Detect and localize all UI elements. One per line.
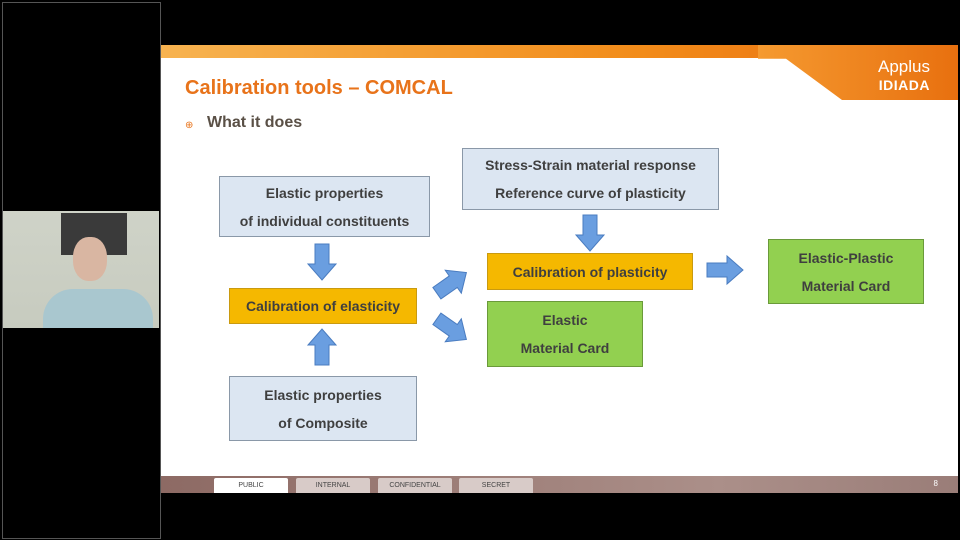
tag-confidential: CONFIDENTIAL — [378, 478, 452, 493]
box-line: Elastic properties — [265, 184, 384, 201]
presenter-head — [73, 237, 107, 281]
box-line: Elastic — [542, 312, 588, 328]
box-line: Elastic-Plastic — [798, 249, 894, 266]
arrow-up-right-icon — [428, 260, 475, 306]
page-number: 8 — [933, 479, 938, 488]
arrows-layer — [307, 214, 744, 366]
presenter-body — [43, 289, 153, 328]
logo-idiada: IDIADA — [878, 77, 930, 93]
presentation-slide: Applus IDIADA Calibration tools – COMCAL… — [161, 45, 958, 493]
box-stress-strain: Stress-Strain material response Referenc… — [462, 148, 719, 210]
box-line: of Composite — [278, 414, 368, 431]
arrow-up-icon — [307, 328, 337, 366]
arrow-right-icon — [706, 255, 744, 285]
box-calibration-plasticity: Calibration of plasticity — [487, 253, 693, 290]
box-line: Calibration of elasticity — [245, 298, 401, 314]
classification-footer: PUBLIC INTERNAL CONFIDENTIAL SECRET 8 — [161, 476, 958, 493]
logo-applus: Applus — [878, 57, 930, 76]
box-elastic-composite: Elastic properties of Composite — [229, 376, 417, 441]
box-calibration-elasticity: Calibration of elasticity — [229, 288, 417, 324]
box-elastic-plastic-card: Elastic-Plastic Material Card — [768, 239, 924, 304]
box-line: Calibration of plasticity — [512, 263, 668, 280]
box-line: of individual constituents — [239, 212, 410, 229]
slide-title: Calibration tools – COMCAL — [185, 77, 453, 99]
arrow-down-icon — [575, 214, 605, 252]
webcam-video — [3, 211, 159, 328]
box-line: Material Card — [520, 340, 610, 356]
box-line: Reference curve of plasticity — [495, 185, 686, 201]
bullet-text: What it does — [207, 114, 303, 131]
box-line: Elastic properties — [264, 386, 382, 403]
tag-secret: SECRET — [459, 478, 533, 493]
box-elastic-card: Elastic Material Card — [487, 301, 643, 367]
arrow-down-icon — [307, 243, 337, 281]
tag-public: PUBLIC — [214, 478, 288, 493]
box-elastic-individual: Elastic properties of individual constit… — [219, 176, 430, 237]
box-line: Stress-Strain material response — [485, 157, 696, 173]
arrow-down-right-icon — [428, 306, 475, 352]
box-line: Material Card — [801, 277, 891, 294]
tag-internal: INTERNAL — [296, 478, 370, 493]
bullet-icon: ⊕ — [185, 120, 194, 131]
